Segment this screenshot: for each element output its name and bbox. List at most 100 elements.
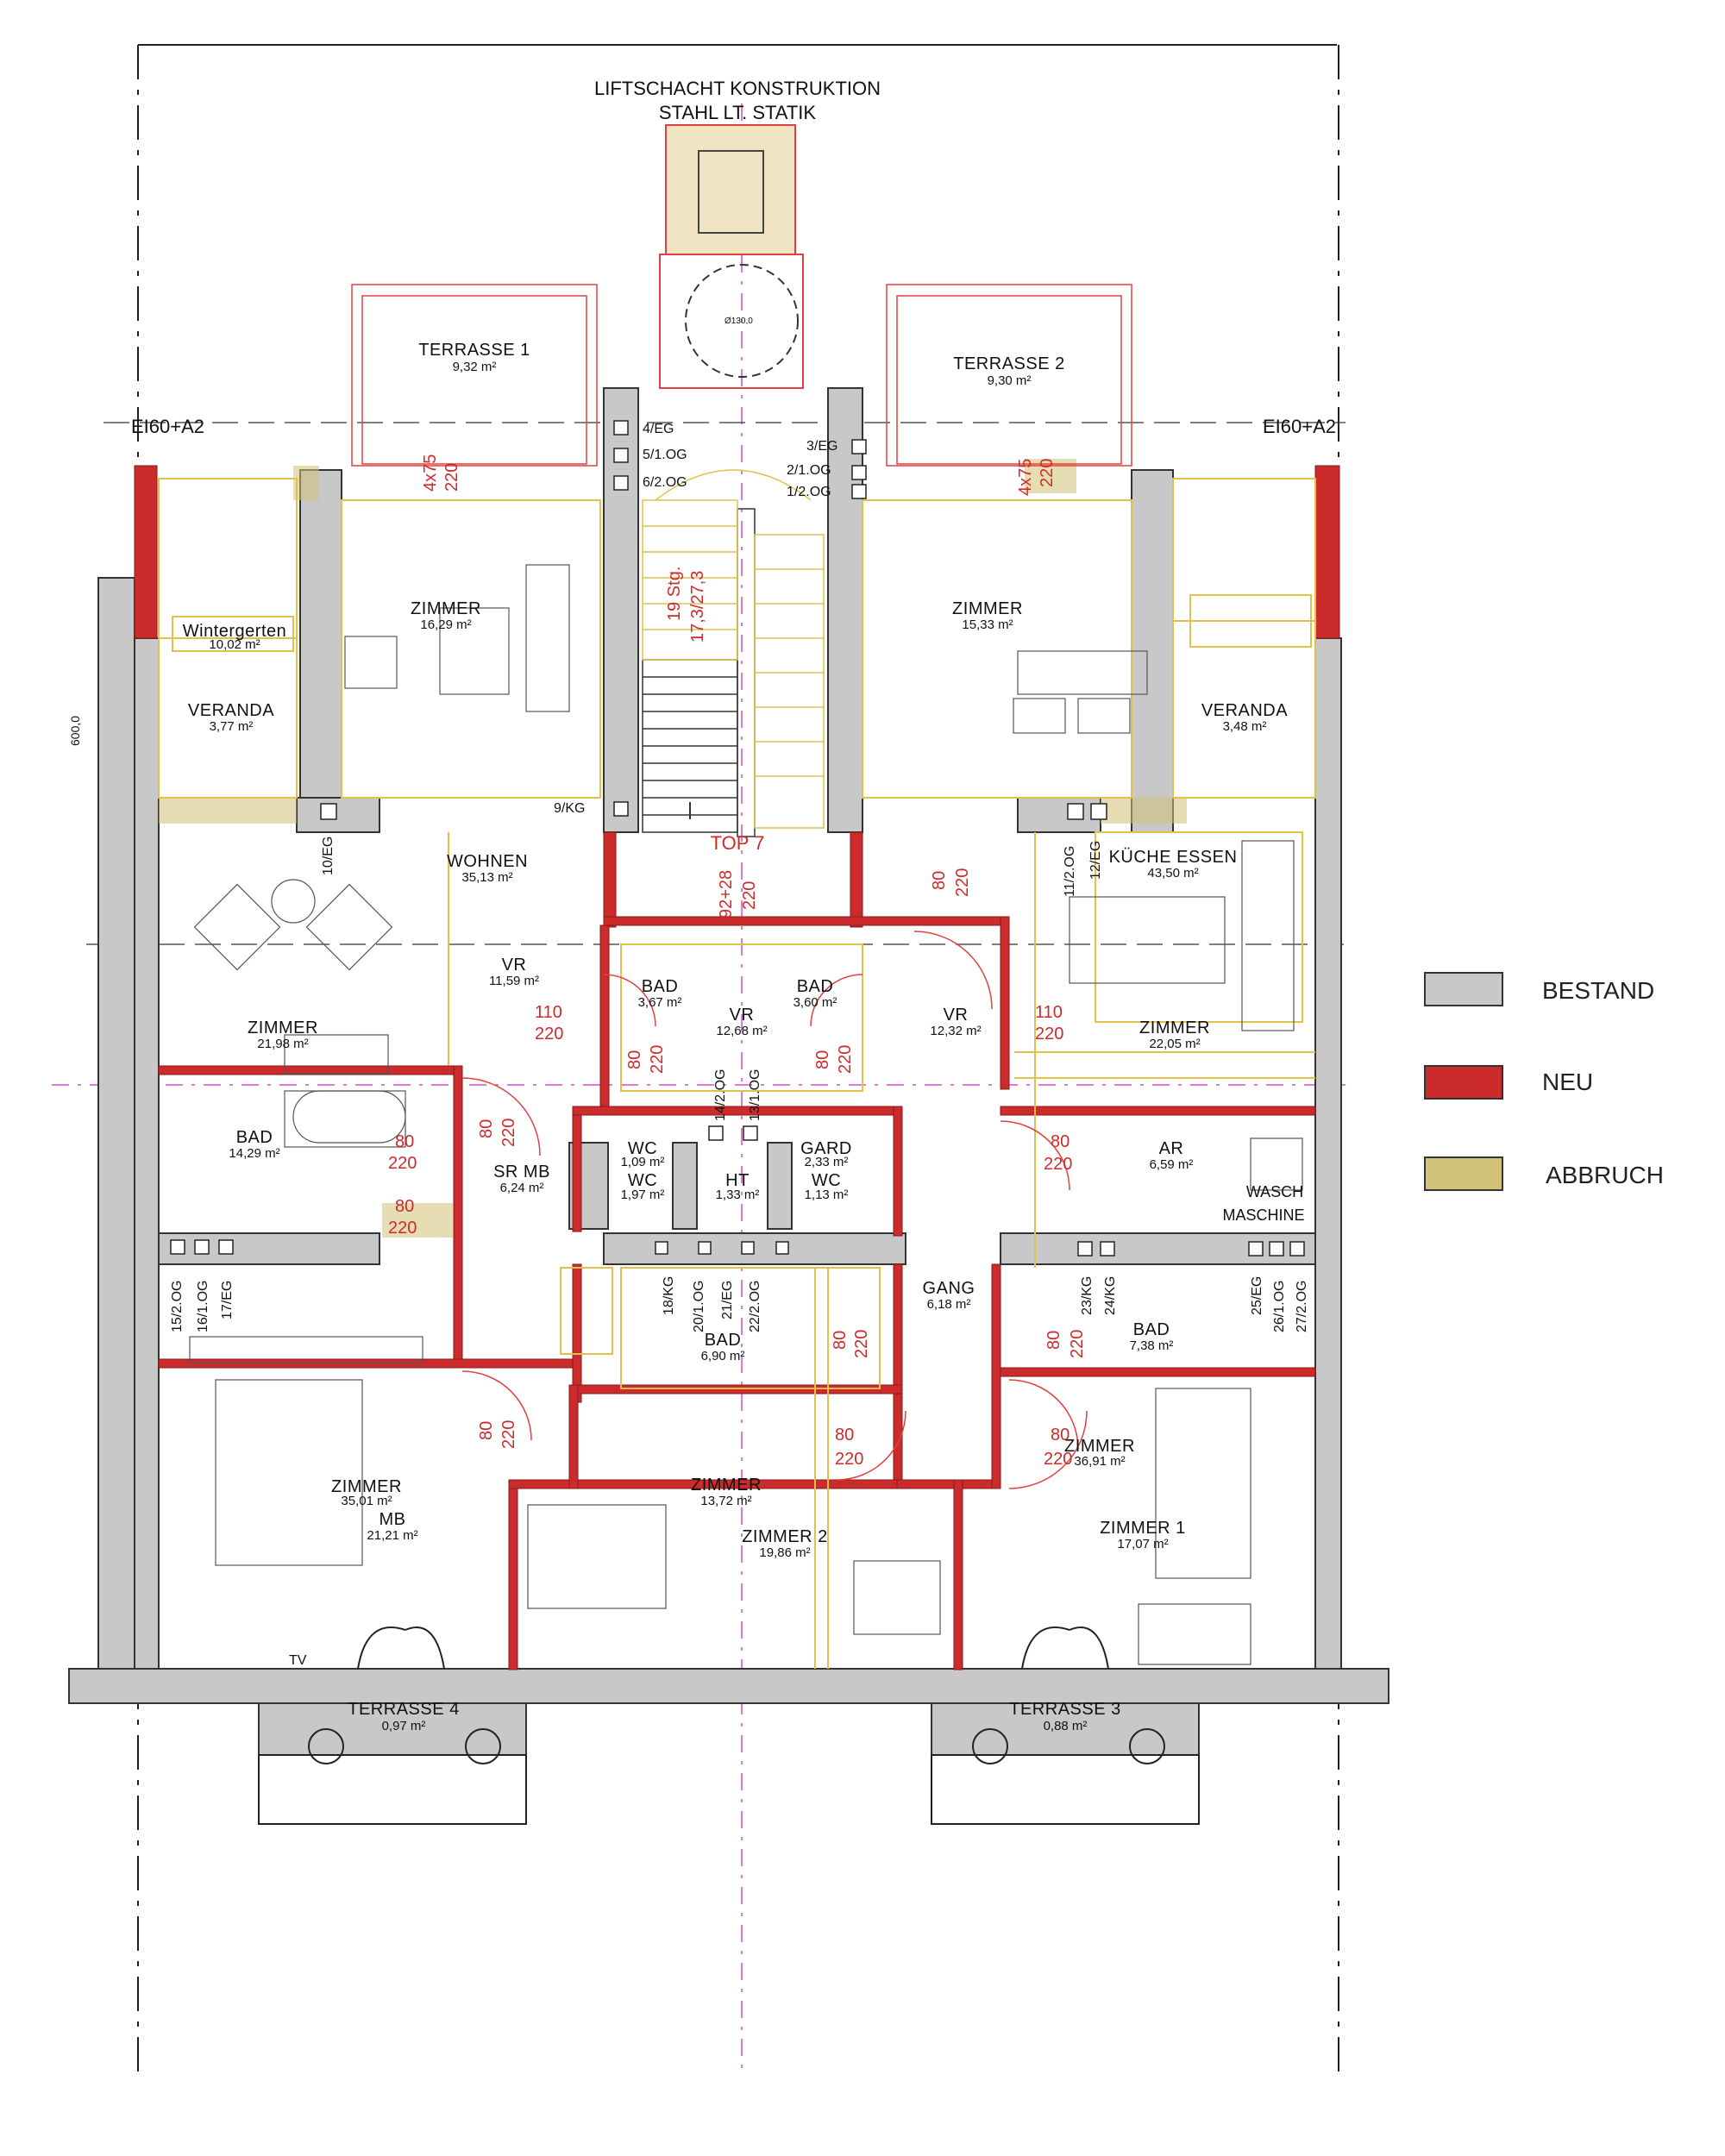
room-area: 1,33 m²: [716, 1188, 760, 1202]
shaft-label: 14/2.OG: [713, 1069, 728, 1121]
misc-labels: WASCH MASCHINE TV 19 Stg. 17,3/27,3: [289, 567, 1305, 1668]
door-dim: 80: [930, 871, 949, 890]
room-area: 35,13 m²: [461, 870, 512, 885]
room-area: 1,13 m²: [805, 1188, 849, 1202]
room-area: 22,05 m²: [1149, 1037, 1200, 1051]
door-dim: 80: [477, 1119, 496, 1138]
room-name: BAD: [705, 1331, 742, 1350]
terrace-2-name: TERRASSE 2: [953, 354, 1064, 373]
room-area: 10,02 m²: [209, 637, 260, 652]
shaft-label: 27/2.OG: [1295, 1281, 1309, 1332]
header-line-2: STAHL LT. STATIK: [659, 102, 816, 123]
room-area: 6,59 m²: [1150, 1157, 1194, 1172]
demolition-outlines: [158, 478, 1316, 1669]
door-dim: 220: [648, 1045, 667, 1074]
room-area: 3,67 m²: [638, 995, 682, 1010]
new-walls: [134, 465, 1340, 1670]
door-dim: 220: [1035, 1025, 1063, 1044]
room-name: Wintergerten: [183, 622, 287, 641]
door-dim: 4x75: [1016, 459, 1035, 496]
room-area: 36,91 m²: [1074, 1454, 1125, 1469]
door-dim: 4x75: [421, 454, 440, 492]
terrace-3-area: 0,88 m²: [1044, 1719, 1088, 1733]
room-area: 19,86 m²: [759, 1545, 810, 1560]
markers: EI60+A2 EI60+A2 600,0 Ø130,0 TOP 7: [68, 317, 1336, 854]
room-area: 12,32 m²: [930, 1024, 981, 1038]
room-area: 15,33 m²: [962, 617, 1013, 632]
room-area: 11,59 m²: [489, 974, 539, 988]
washer-label-1: WASCH: [1246, 1183, 1303, 1200]
door-dim: 220: [499, 1119, 518, 1147]
shaft-label: 26/1.OG: [1272, 1281, 1287, 1332]
terrace-4-name: TERRASSE 4: [348, 1700, 459, 1719]
door-dimensions: 4x75 220 4x75 220 92+28 220 80 220 110 2…: [388, 454, 1087, 1469]
terrace-1-name: TERRASSE 1: [418, 341, 530, 360]
room-name: ZIMMER: [691, 1476, 762, 1495]
shaft-label: 9/KG: [554, 801, 585, 816]
ei-marker-right: EI60+A2: [1263, 416, 1336, 437]
dimension-600: 600,0: [68, 716, 82, 746]
legend-label-bestand: BESTAND: [1542, 977, 1654, 1004]
room-name: WC: [628, 1171, 657, 1190]
room-area: 1,97 m²: [621, 1188, 665, 1202]
terrace-2-area: 9,30 m²: [988, 373, 1032, 388]
shaft-label: 24/KG: [1103, 1276, 1118, 1315]
room-area: 16,29 m²: [420, 617, 471, 632]
room-name: WOHNEN: [447, 852, 528, 871]
top-label: TOP 7: [711, 832, 765, 854]
door-dim: 220: [1044, 1450, 1072, 1469]
shaft-label: 4/EG: [643, 422, 674, 436]
stair-steps: 19 Stg.: [665, 567, 684, 621]
room-area: 6,24 m²: [500, 1181, 544, 1195]
tv-label: TV: [289, 1653, 307, 1668]
legend-swatch-neu: [1424, 1065, 1503, 1100]
door-dim: 220: [852, 1330, 871, 1358]
door-dim: 92+28: [717, 870, 736, 918]
room-name: MB: [380, 1510, 406, 1529]
door-dim: 80: [1044, 1331, 1063, 1350]
shaft-label: 21/EG: [720, 1281, 735, 1319]
room-name: BAD: [642, 977, 679, 996]
door-dim: 110: [1035, 1003, 1063, 1022]
room-name: ZIMMER 2: [742, 1527, 828, 1546]
shaft-label: 11/2.OG: [1063, 846, 1077, 897]
room-area: 2,33 m²: [805, 1155, 849, 1169]
shaft-label: 12/EG: [1088, 841, 1103, 880]
room-area: 3,60 m²: [794, 995, 837, 1010]
room-name: GANG: [923, 1279, 975, 1298]
room-name: VR: [730, 1006, 755, 1025]
shaft-label: 6/2.OG: [643, 475, 687, 490]
door-dim: 80: [395, 1132, 414, 1151]
room-area: 13,72 m²: [700, 1494, 751, 1508]
room-name: VR: [944, 1006, 969, 1025]
room-name: ZIMMER 1: [1100, 1519, 1186, 1538]
shaft-label: 23/KG: [1080, 1276, 1095, 1315]
room-name: KÜCHE ESSEN: [1109, 848, 1238, 867]
room-name: VERANDA: [1201, 701, 1288, 720]
shaft-label: 5/1.OG: [643, 448, 687, 462]
room-area: 17,07 m²: [1117, 1537, 1168, 1551]
room-name: ZIMMER: [248, 1018, 318, 1037]
terrace-labels: TERRASSE 1 9,32 m² TERRASSE 2 9,30 m² TE…: [348, 341, 1120, 1733]
door-dim: 220: [442, 463, 461, 492]
door-dim: 80: [1051, 1132, 1070, 1151]
site-boundary: [137, 44, 1339, 2078]
axis-lines: [52, 103, 1346, 2070]
shaft-label: 20/1.OG: [692, 1281, 706, 1332]
shaft-label: 3/EG: [806, 439, 837, 454]
room-name: AR: [1159, 1139, 1184, 1158]
room-name: ZIMMER: [1139, 1018, 1210, 1037]
header-text: LIFTSCHACHT KONSTRUKTION STAHL LT. STATI…: [594, 78, 881, 123]
washer-label-2: MASCHINE: [1222, 1206, 1304, 1224]
ei-marker-left: EI60+A2: [131, 416, 204, 437]
room-name: VR: [502, 956, 527, 975]
room-name: BAD: [1133, 1320, 1170, 1339]
room-name: BAD: [797, 977, 834, 996]
shaft-label: 1/2.OG: [787, 485, 831, 499]
shaft-markers: [170, 420, 1305, 1257]
shaft-label: 18/KG: [662, 1276, 676, 1315]
lift-diameter: Ø130,0: [724, 317, 753, 326]
room-name: ZIMMER: [952, 599, 1023, 618]
room-area: 3,77 m²: [210, 719, 254, 734]
